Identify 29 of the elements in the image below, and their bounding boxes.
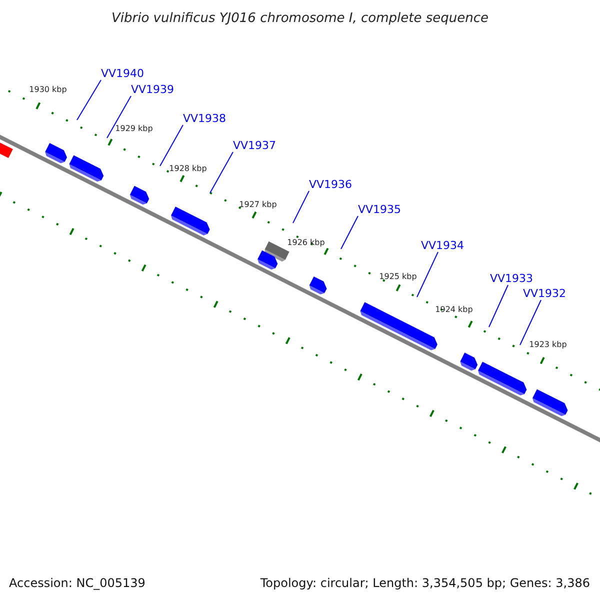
sequence-info-text: Topology: circular; Length: 3,354,505 bp; Genes: 3,386 <box>260 575 590 592</box>
gene-label: VV1932 <box>523 287 566 300</box>
title: Vibrio vulnificus YJ016 chromosome I, complete sequence <box>110 10 490 28</box>
leader-line <box>520 300 542 346</box>
leader-line <box>416 252 438 298</box>
leader-line <box>160 124 184 166</box>
accession-text: Accession: NC_005139 <box>9 575 146 592</box>
gene-label: VV1933 <box>490 272 534 285</box>
leader-line <box>340 216 358 250</box>
gene-label: VV1938 <box>183 112 226 125</box>
scale-label: 1923 kbp <box>529 339 567 351</box>
scale-label: 1925 kbp <box>379 271 417 283</box>
scale-label: 1924 kbp <box>435 304 473 316</box>
scale-label: 1926 kbp <box>287 237 325 249</box>
leader-line <box>488 284 508 328</box>
gene-label: VV1937 <box>233 139 276 152</box>
gene-label: VV1934 <box>421 239 464 252</box>
gene-label: VV1936 <box>309 178 352 191</box>
leader-line <box>76 80 102 120</box>
scale-label: 1930 kbp <box>29 84 67 96</box>
scale-label: 1928 kbp <box>169 163 207 175</box>
scale-label: 1927 kbp <box>239 199 277 211</box>
scale-label: 1929 kbp <box>115 123 153 135</box>
leader-line <box>292 190 310 224</box>
gene-label: VV1935 <box>358 203 402 216</box>
leader-line <box>106 96 132 138</box>
gene-label: VV1939 <box>131 83 174 96</box>
leader-line <box>210 152 234 194</box>
gene-label: VV1940 <box>101 67 144 80</box>
